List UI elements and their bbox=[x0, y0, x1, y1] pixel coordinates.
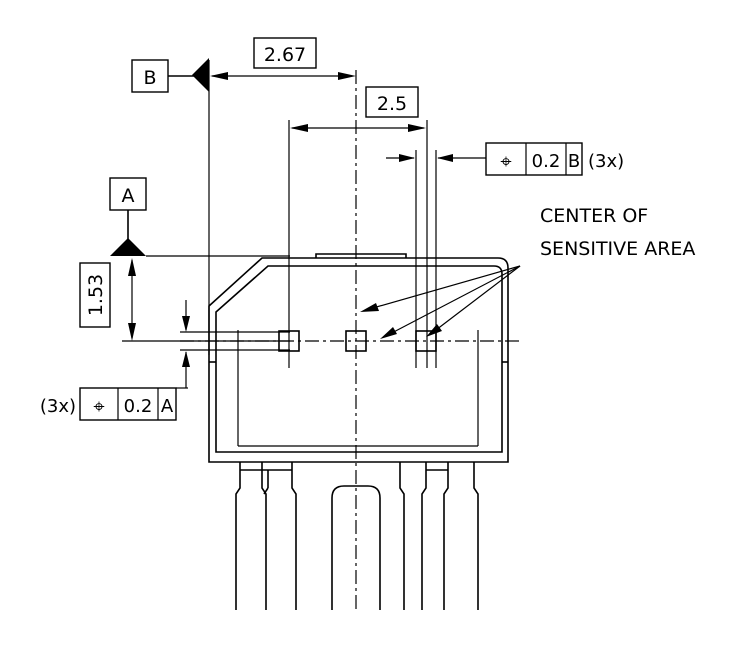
dimension-height: 1.53 bbox=[85, 274, 107, 316]
sensor-body bbox=[208, 253, 509, 463]
datum-b: B bbox=[131, 58, 209, 93]
sensor-leads bbox=[235, 462, 479, 610]
tolerance-a-count: (3x) bbox=[40, 396, 76, 417]
tolerance-b-value: 0.2 bbox=[532, 151, 561, 172]
datum-b-triangle bbox=[192, 58, 209, 92]
tolerance-a-value: 0.2 bbox=[124, 396, 153, 417]
tolerance-b-datum: B bbox=[568, 151, 580, 172]
callout-line-2: SENSITIVE AREA bbox=[540, 238, 695, 260]
tolerance-a-datum: A bbox=[161, 396, 174, 417]
dimension-top-width: 2.67 bbox=[264, 44, 306, 66]
datum-a-triangle bbox=[110, 238, 146, 256]
dimension-pitch: 2.5 bbox=[377, 93, 407, 115]
datum-a-label: A bbox=[122, 185, 135, 207]
position-tolerance-a: (3x) ⌖ 0.2 A bbox=[40, 300, 290, 421]
dimension-1-53: 1.53 bbox=[79, 258, 290, 342]
dimension-2-67: 2.67 bbox=[208, 37, 356, 355]
sensitive-area-callout: CENTER OF SENSITIVE AREA bbox=[360, 205, 695, 339]
datum-b-label: B bbox=[143, 67, 156, 89]
position-symbol-b: ⌖ bbox=[500, 149, 511, 173]
sensitive-areas bbox=[180, 70, 520, 610]
callout-line-1: CENTER OF bbox=[540, 205, 648, 227]
tolerance-b-count: (3x) bbox=[588, 151, 624, 172]
position-symbol-a: ⌖ bbox=[93, 394, 104, 418]
datum-a: A bbox=[109, 177, 290, 257]
dimension-2-5: 2.5 bbox=[288, 86, 428, 368]
